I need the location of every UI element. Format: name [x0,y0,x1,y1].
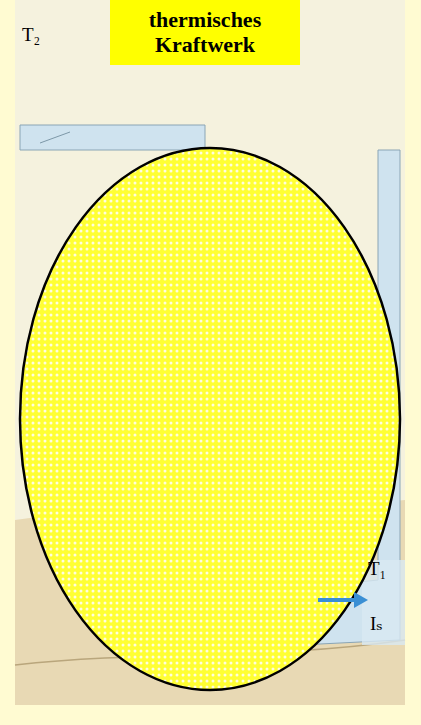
picture-ground [15,0,405,705]
temperature-label: T₂ [22,24,40,46]
water-inlet [20,125,205,150]
title-box: thermisches Kraftwerk [110,0,300,65]
temperature-label: T₁ [368,558,386,580]
entropy-current-label: Iₛ [370,612,383,635]
entropy-flow-arrow [318,598,356,602]
box-title: thermisches Kraftwerk [118,8,292,56]
water-mark [40,132,70,143]
plant-ellipse [20,148,400,690]
arrow-head [354,592,368,608]
